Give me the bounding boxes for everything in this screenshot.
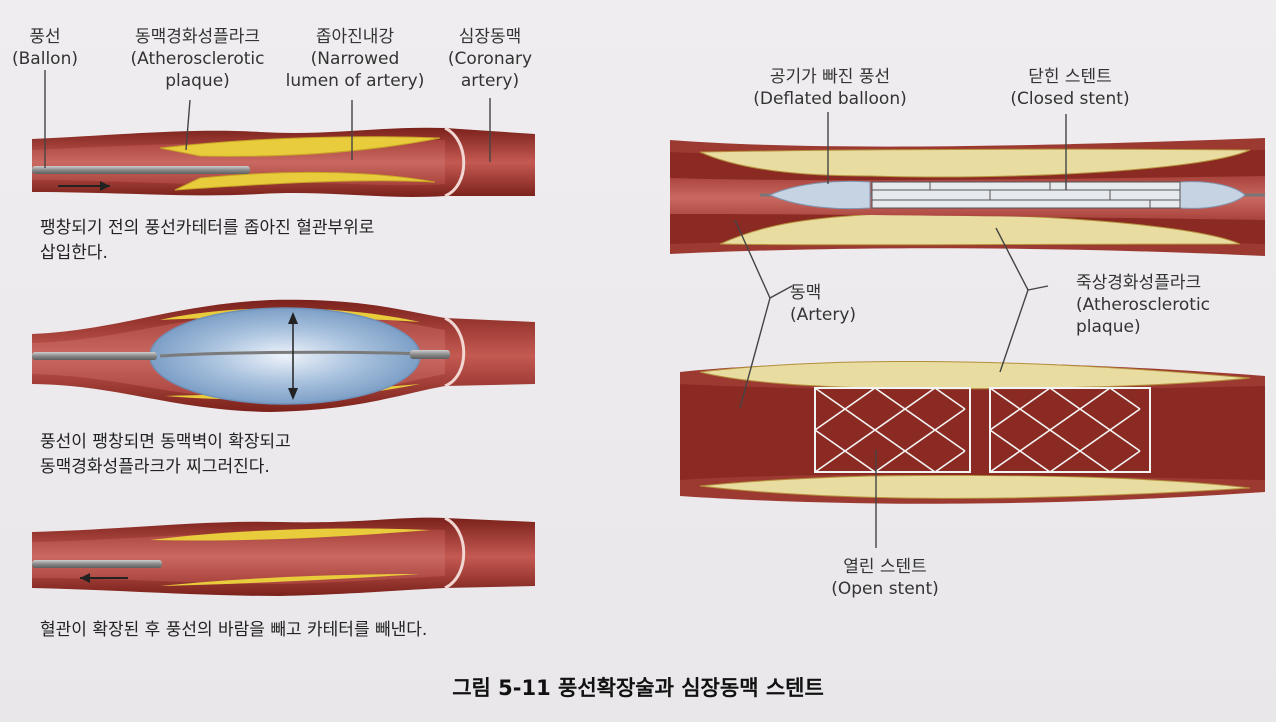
label-coronary-artery: 심장동맥 (Coronary artery) (447, 27, 533, 91)
label-plaque-left: 동맥경화성플라크 (Atherosclerotic plaque) (130, 27, 265, 91)
artery-open-stent (680, 360, 1265, 504)
artery-step-3 (32, 516, 535, 596)
step-1-text: 팽창되기 전의 풍선카테터를 좁아진 혈관부위로 삽입한다. (40, 218, 375, 263)
label-narrowed-lumen: 좁아진내강 (Narrowed lumen of artery) (285, 27, 425, 91)
artery-step-2 (32, 299, 535, 412)
label-balloon: 풍선 (Ballon) (12, 27, 78, 69)
label-plaque-right: 죽상경화성플라크 (Atherosclerotic plaque) (1076, 273, 1211, 337)
label-artery: 동맥 (Artery) (790, 283, 857, 325)
artery-step-1 (32, 126, 535, 198)
step-2-text: 풍선이 팽창되면 동맥벽이 확장되고 동맥경화성플라크가 찌그러진다. (40, 432, 291, 477)
label-deflated-balloon: 공기가 빠진 풍선 (Deflated balloon) (753, 67, 907, 109)
figure-caption: 그림 5-11 풍선확장술과 심장동맥 스텐트 (452, 676, 824, 700)
label-open-stent: 열린 스텐트 (Open stent) (831, 557, 939, 599)
artery-deflated-stent (670, 138, 1265, 256)
label-closed-stent: 닫힌 스텐트 (Closed stent) (1010, 67, 1130, 109)
right-leader-lines (734, 112, 1067, 548)
step-3-text: 혈관이 확장된 후 풍선의 바람을 빼고 카테터를 빼낸다. (40, 620, 428, 640)
left-leader-lines (44, 70, 491, 168)
